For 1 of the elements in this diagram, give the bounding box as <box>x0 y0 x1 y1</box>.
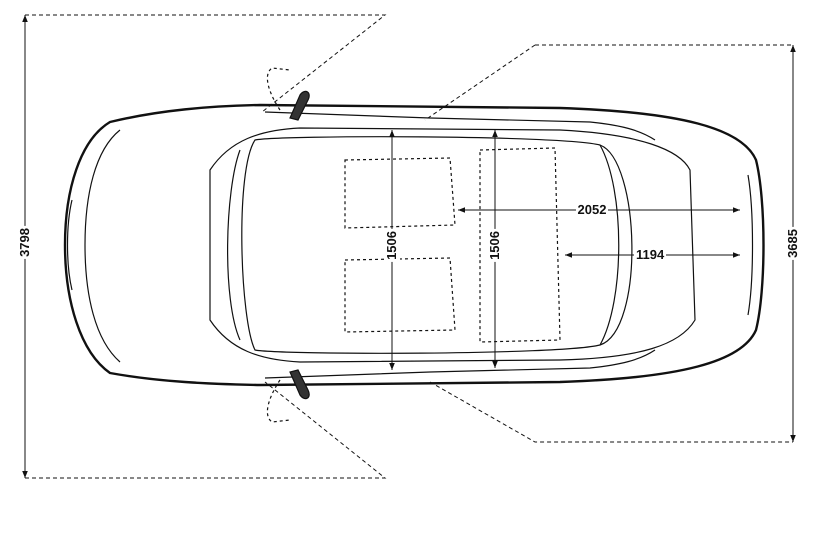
dimension-label: 1506 <box>384 228 400 262</box>
